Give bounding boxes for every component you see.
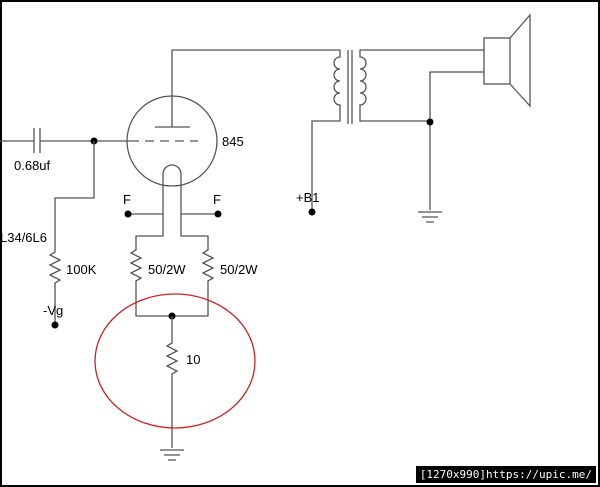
label-neg-bias: -Vg [43, 303, 63, 318]
tube-filament [162, 164, 182, 186]
tube-plate [155, 50, 190, 128]
label-res-center: 10 [186, 352, 200, 367]
filament-terminal-left [124, 210, 132, 218]
label-tube: 845 [222, 134, 244, 149]
label-grid-resistor: 100K [66, 262, 97, 277]
resistor-50-right [172, 214, 215, 317]
junction-dot-output [426, 118, 434, 126]
label-b-plus: +B1 [296, 190, 320, 205]
ground-output [418, 211, 442, 223]
ground-center [160, 449, 184, 461]
transformer-secondary [359, 49, 484, 122]
label-driver-tube: L34/6L6 [0, 230, 47, 245]
watermark: [1270x990]https://upic.me/ [415, 466, 596, 483]
resistor-50-left [129, 214, 172, 317]
label-filament-right: F [213, 192, 221, 207]
label-capacitor: 0.68uf [14, 158, 51, 173]
output-wire [429, 71, 484, 210]
neg-bias-terminal [51, 321, 59, 329]
transformer-primary [311, 50, 341, 210]
label-filament-left: F [123, 192, 131, 207]
highlight-ellipse [94, 293, 256, 429]
label-res-left: 50/2W [148, 262, 186, 277]
speaker-magnet [483, 37, 511, 85]
filament-lead-left [128, 186, 164, 215]
filament-terminal-right [214, 210, 222, 218]
grid-resistor-wire [48, 141, 95, 323]
b-plus-terminal [308, 208, 316, 216]
speaker-cone [509, 13, 531, 108]
resistor-10 [165, 316, 179, 448]
label-res-right: 50/2W [220, 262, 258, 277]
